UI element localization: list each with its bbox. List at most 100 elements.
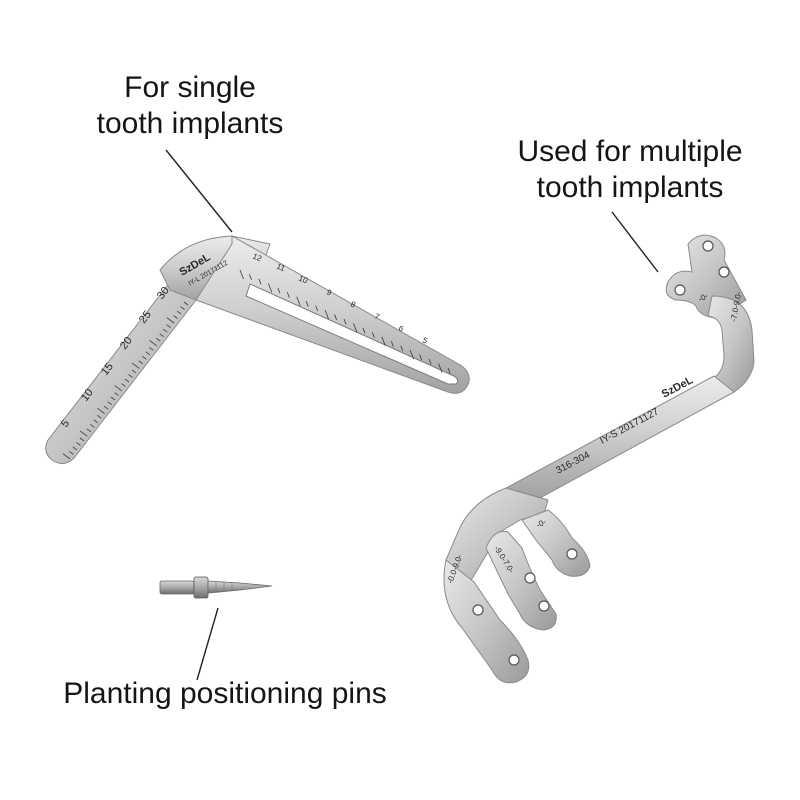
- long-scale-12: 12: [251, 252, 263, 264]
- long-arm-tick: [315, 305, 319, 312]
- short-arm-tick: [128, 374, 133, 378]
- long-arm-tick: [371, 332, 375, 338]
- long-arm-tick: [343, 318, 347, 325]
- short-arm-tick: [149, 340, 158, 347]
- pin-shank: [159, 580, 195, 595]
- short-arm-tick: [107, 401, 112, 405]
- short-arm-tick: [173, 315, 178, 319]
- long-scale-9: 9: [325, 288, 333, 298]
- hole-top-3: [674, 284, 686, 296]
- short-arm-tick: [76, 442, 81, 446]
- pins-caption: Planting positioning pins: [63, 677, 387, 710]
- short-arm-tick: [86, 428, 92, 433]
- long-arm-tick: [353, 323, 358, 333]
- short-arm-tick: [131, 362, 140, 369]
- short-arm-tick: [145, 351, 151, 356]
- pins-pointer-line: [196, 607, 219, 681]
- short-arm-tick: [166, 317, 175, 324]
- multiple-pointer-line: [611, 211, 659, 273]
- long-scale-7: 7: [373, 312, 381, 322]
- short-arm-tick: [72, 446, 78, 451]
- long-arm-tick: [390, 341, 394, 347]
- short-arm-tick: [79, 437, 85, 442]
- hole-top-1: [702, 240, 714, 252]
- single-caption-line-2: tooth implants: [96, 107, 284, 140]
- long-arm-tick: [249, 274, 252, 280]
- hole-prong-1a: [472, 604, 484, 616]
- short-arm-tick: [110, 396, 116, 401]
- long-arm-tick: [286, 292, 290, 298]
- short-arm-tick: [176, 310, 182, 315]
- prong-one: [443, 559, 530, 684]
- short-arm-tick: [183, 301, 189, 306]
- scale-label-25: 25: [137, 309, 154, 326]
- short-arm-tick: [180, 306, 185, 310]
- long-arm-tick: [258, 278, 262, 285]
- long-arm-tick: [400, 345, 404, 352]
- long-arm-tick: [438, 363, 443, 373]
- long-arm-tick: [447, 367, 451, 374]
- multiple-caption-line-1: Used for multiple: [517, 135, 743, 168]
- scale-label-10: 10: [79, 387, 96, 404]
- short-arm-tick: [131, 369, 137, 374]
- short-arm-tick: [162, 328, 168, 333]
- multiple-caption-line-2: tooth implants: [536, 171, 724, 204]
- long-arm-tick: [419, 354, 423, 361]
- short-arm-tick: [93, 419, 99, 424]
- short-arm-tick: [79, 430, 88, 437]
- scale-label-20: 20: [118, 335, 135, 352]
- scale-label-15: 15: [99, 361, 116, 378]
- short-arm-tick: [90, 423, 95, 428]
- long-arm-tick: [277, 287, 281, 294]
- single-pointer-line: [165, 149, 233, 233]
- hole-prong-3: [566, 548, 578, 560]
- short-arm-ticks: [62, 301, 189, 460]
- single-tooth-caption: For single tooth implants: [80, 70, 300, 142]
- long-arm-tick: [324, 309, 329, 320]
- short-arm-tick: [62, 453, 71, 460]
- long-arm-tick: [428, 358, 432, 365]
- hole-prong-1b: [508, 654, 520, 666]
- long-arm-tick: [334, 314, 338, 321]
- long-arm-tick: [305, 301, 309, 307]
- marking-top-zero: -0-: [697, 291, 710, 304]
- long-arm-tick: [267, 283, 273, 293]
- long-arm-ticks: [239, 269, 451, 374]
- long-arm-tick: [296, 296, 301, 306]
- pin-tip: [207, 580, 273, 594]
- long-scale-6: 6: [397, 324, 405, 334]
- short-arm: [45, 281, 197, 464]
- prong-three: [521, 509, 591, 577]
- multiple-tooth-guide: SzDeL IY-S 20171127 316-304 -0- -7.0-9.0…: [443, 234, 755, 684]
- hole-prong-2b: [538, 600, 550, 612]
- long-scale-10: 10: [297, 274, 309, 286]
- long-arm-tick: [239, 269, 244, 280]
- scale-label-30: 30: [155, 285, 172, 302]
- short-arm-tick: [96, 414, 102, 419]
- short-arm-tick: [155, 337, 161, 342]
- short-arm-tick: [149, 346, 154, 351]
- long-scale-5: 5: [421, 336, 429, 346]
- short-arm-tick: [103, 405, 109, 410]
- pin-collar: [193, 576, 209, 599]
- single-caption-line-1: For single: [124, 71, 256, 104]
- short-arm-tick: [69, 451, 74, 455]
- short-arm-tick: [114, 392, 119, 396]
- hole-prong-2a: [524, 572, 536, 584]
- long-scale-11: 11: [275, 262, 287, 274]
- single-tooth-guide: 5 10 15 20 25 30 SzDeL IY-L 20171112 12 …: [45, 235, 470, 464]
- positioning-pin: [159, 576, 273, 599]
- long-scale-8: 8: [349, 300, 357, 310]
- multiple-tooth-caption: Used for multiple tooth implants: [495, 134, 765, 206]
- long-arm-tick: [362, 327, 366, 334]
- short-arm-tick: [159, 333, 164, 338]
- long-arm-slot: [245, 283, 459, 385]
- hole-top-2: [718, 266, 730, 278]
- short-arm-tick: [114, 385, 123, 392]
- short-arm-tick: [121, 383, 126, 387]
- short-arm-tick: [166, 324, 171, 328]
- short-arm-tick: [97, 407, 105, 415]
- short-arm-tick: [124, 378, 130, 383]
- long-arm-tick: [409, 350, 415, 360]
